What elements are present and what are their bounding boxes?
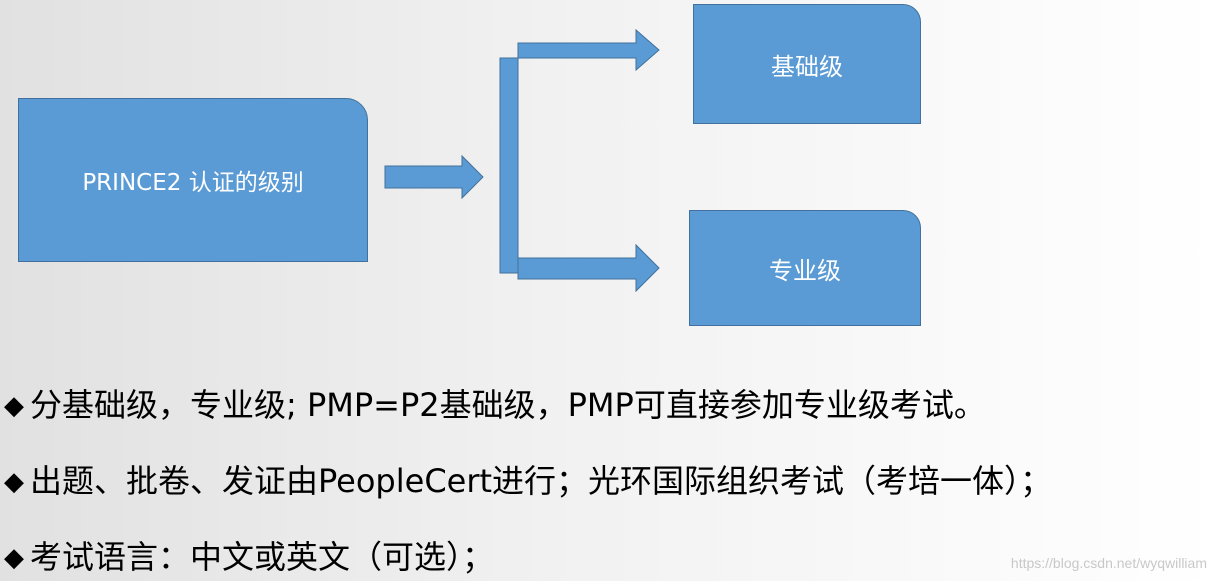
bullet-item: ◆出题、批卷、发证由PeopleCert进行；光环国际组织考试（考培一体）； bbox=[4, 456, 1052, 502]
bracket-bar bbox=[499, 57, 519, 274]
prince2-levels-label: PRINCE2 认证的级别 bbox=[82, 170, 304, 196]
diamond-bullet-icon: ◆ bbox=[4, 391, 24, 421]
branch-arrow-basic bbox=[517, 28, 660, 72]
professional-level-box: 专业级 bbox=[689, 210, 921, 326]
bullet-item: ◆分基础级，专业级; PMP=P2基础级，PMP可直接参加专业级考试。 bbox=[4, 380, 986, 426]
basic-level-box: 基础级 bbox=[693, 4, 921, 124]
bullet-text: 分基础级，专业级; PMP=P2基础级，PMP可直接参加专业级考试。 bbox=[30, 386, 986, 424]
flow-connectors bbox=[384, 28, 660, 293]
main-arrow bbox=[384, 154, 484, 200]
diamond-bullet-icon: ◆ bbox=[4, 467, 24, 497]
watermark: https://blog.csdn.net/wyqwilliam bbox=[1010, 555, 1207, 571]
bullet-item: ◆考试语言：中文或英文（可选）； bbox=[4, 532, 494, 578]
basic-level-label: 基础级 bbox=[771, 52, 843, 81]
professional-level-label: 专业级 bbox=[769, 256, 841, 285]
diamond-bullet-icon: ◆ bbox=[4, 543, 24, 573]
prince2-levels-box: PRINCE2 认证的级别 bbox=[18, 98, 368, 262]
bullet-text: 出题、批卷、发证由PeopleCert进行；光环国际组织考试（考培一体）； bbox=[30, 462, 1053, 500]
bullet-text: 考试语言：中文或英文（可选）； bbox=[30, 538, 495, 576]
branch-arrow-pro bbox=[517, 243, 660, 293]
